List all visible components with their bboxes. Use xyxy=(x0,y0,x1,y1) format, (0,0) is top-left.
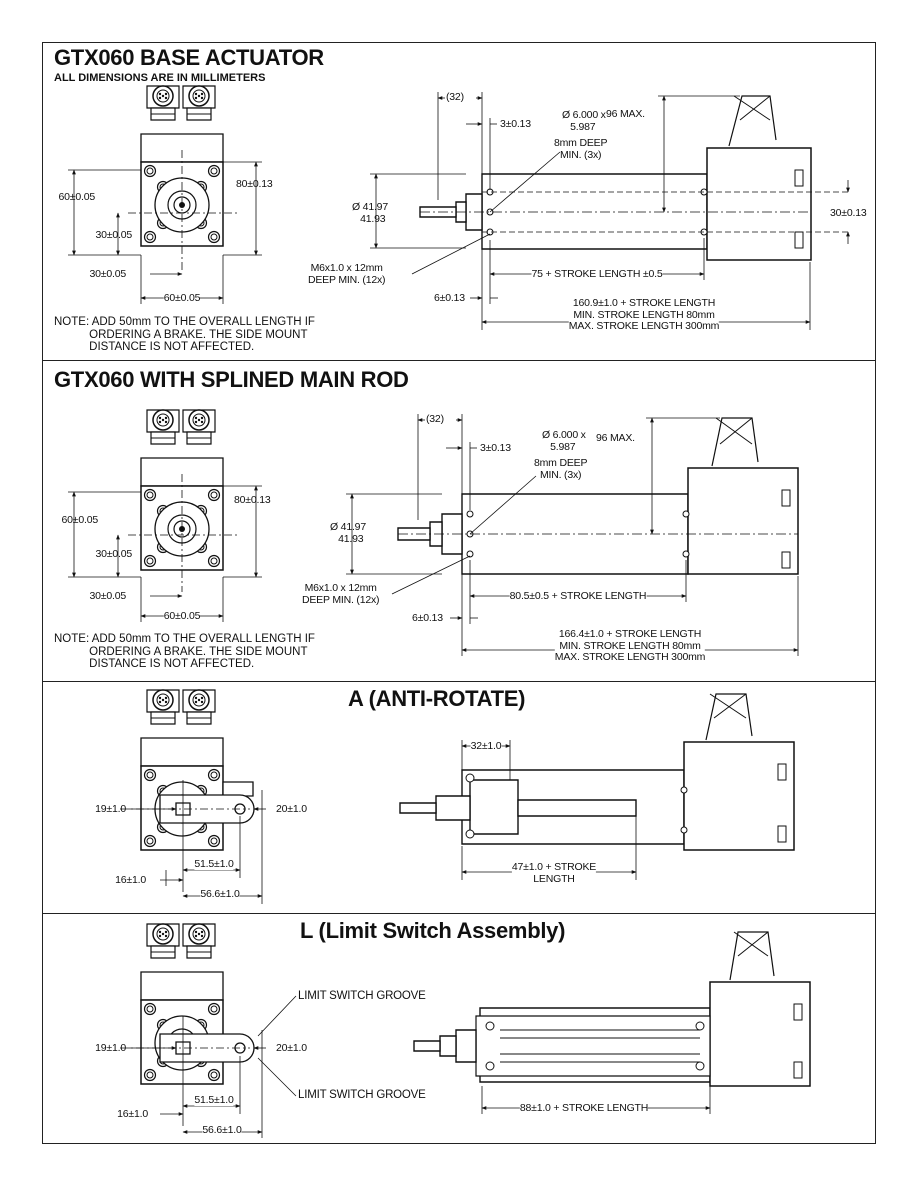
dim-overall-length: 166.4±1.0 + STROKE LENGTH MIN. STROKE LE… xyxy=(554,628,706,664)
dim-96-max: 96 MAX. xyxy=(606,108,645,120)
section-divider xyxy=(42,360,876,361)
drawing-frame xyxy=(42,42,876,1144)
dim-32: 32±1.0 xyxy=(470,740,502,752)
dim-56-6: 56.6±1.0 xyxy=(200,888,240,900)
units-note: ALL DIMENSIONS ARE IN MILLIMETERS xyxy=(54,72,266,84)
brake-note: NOTE: ADD 50mm TO THE OVERALL LENGTH IF … xyxy=(54,316,315,353)
dim-30-vertical: 30±0.05 xyxy=(95,229,133,241)
dim-pilot-diameter: Ø 41.97 41.93 xyxy=(330,521,366,545)
dim-bore-diameter: Ø 6.000 x 5.987 xyxy=(542,429,586,453)
dim-80-height: 80±0.13 xyxy=(234,494,271,506)
dim-19: 19±1.0 xyxy=(95,803,126,815)
dim-mount-length: 75 + STROKE LENGTH ±0.5 xyxy=(531,268,663,280)
section-divider xyxy=(42,913,876,914)
section-title: L (Limit Switch Assembly) xyxy=(300,918,566,943)
dim-30-horizontal: 30±0.05 xyxy=(89,268,127,280)
dim-20: 20±1.0 xyxy=(276,803,307,815)
dim-20: 20±1.0 xyxy=(276,1042,307,1054)
dim-thread: M6x1.0 x 12mm DEEP MIN. (12x) xyxy=(308,262,386,286)
dim-16: 16±1.0 xyxy=(117,1108,148,1120)
dim-19: 19±1.0 xyxy=(95,1042,126,1054)
dim-bore-depth: 8mm DEEP MIN. (3x) xyxy=(534,457,588,481)
dim-mount-length: 80.5±0.5 + STROKE LENGTH xyxy=(509,590,647,602)
limit-switch-groove-label: LIMIT SWITCH GROOVE xyxy=(298,990,426,1002)
dim-bore-depth: 8mm DEEP MIN. (3x) xyxy=(554,137,608,161)
dim-30-vertical: 30±0.05 xyxy=(95,548,133,560)
dim-60-height: 60±0.05 xyxy=(58,191,96,203)
dim-30-side: 30±0.13 xyxy=(830,207,867,219)
dim-6: 6±0.13 xyxy=(412,612,443,624)
dim-51-5: 51.5±1.0 xyxy=(194,858,234,870)
dim-96-max: 96 MAX. xyxy=(596,432,635,444)
limit-switch-groove-label: LIMIT SWITCH GROOVE xyxy=(298,1089,426,1101)
section-title: A (ANTI-ROTATE) xyxy=(348,686,526,711)
dim-16: 16±1.0 xyxy=(115,874,146,886)
dim-51-5: 51.5±1.0 xyxy=(194,1094,234,1106)
dim-30-horizontal: 30±0.05 xyxy=(89,590,127,602)
dim-56-6: 56.6±1.0 xyxy=(202,1124,242,1136)
dim-60-width: 60±0.05 xyxy=(163,610,201,622)
section-title: GTX060 WITH SPLINED MAIN ROD xyxy=(54,367,409,392)
dim-stroke: 88±1.0 + STROKE LENGTH xyxy=(519,1102,649,1114)
dim-60-height: 60±0.05 xyxy=(61,514,99,526)
dim-pilot-diameter: Ø 41.97 41.93 xyxy=(352,201,388,225)
dim-32-ref: (32) xyxy=(446,91,464,103)
dim-3: 3±0.13 xyxy=(480,442,511,454)
dim-6: 6±0.13 xyxy=(434,292,465,304)
section-title: GTX060 BASE ACTUATOR xyxy=(54,45,324,70)
dim-80-height: 80±0.13 xyxy=(236,178,273,190)
dim-overall-length: 160.9±1.0 + STROKE LENGTH MIN. STROKE LE… xyxy=(568,297,720,333)
brake-note: NOTE: ADD 50mm TO THE OVERALL LENGTH IF … xyxy=(54,633,315,670)
dim-thread: M6x1.0 x 12mm DEEP MIN. (12x) xyxy=(302,582,380,606)
dim-bore-diameter: Ø 6.000 x 5.987 xyxy=(562,109,606,133)
dim-60-width: 60±0.05 xyxy=(163,292,201,304)
dim-stroke: 47±1.0 + STROKE LENGTH xyxy=(511,861,597,885)
dim-3: 3±0.13 xyxy=(500,118,531,130)
section-divider xyxy=(42,681,876,682)
dim-32-ref: (32) xyxy=(426,413,444,425)
